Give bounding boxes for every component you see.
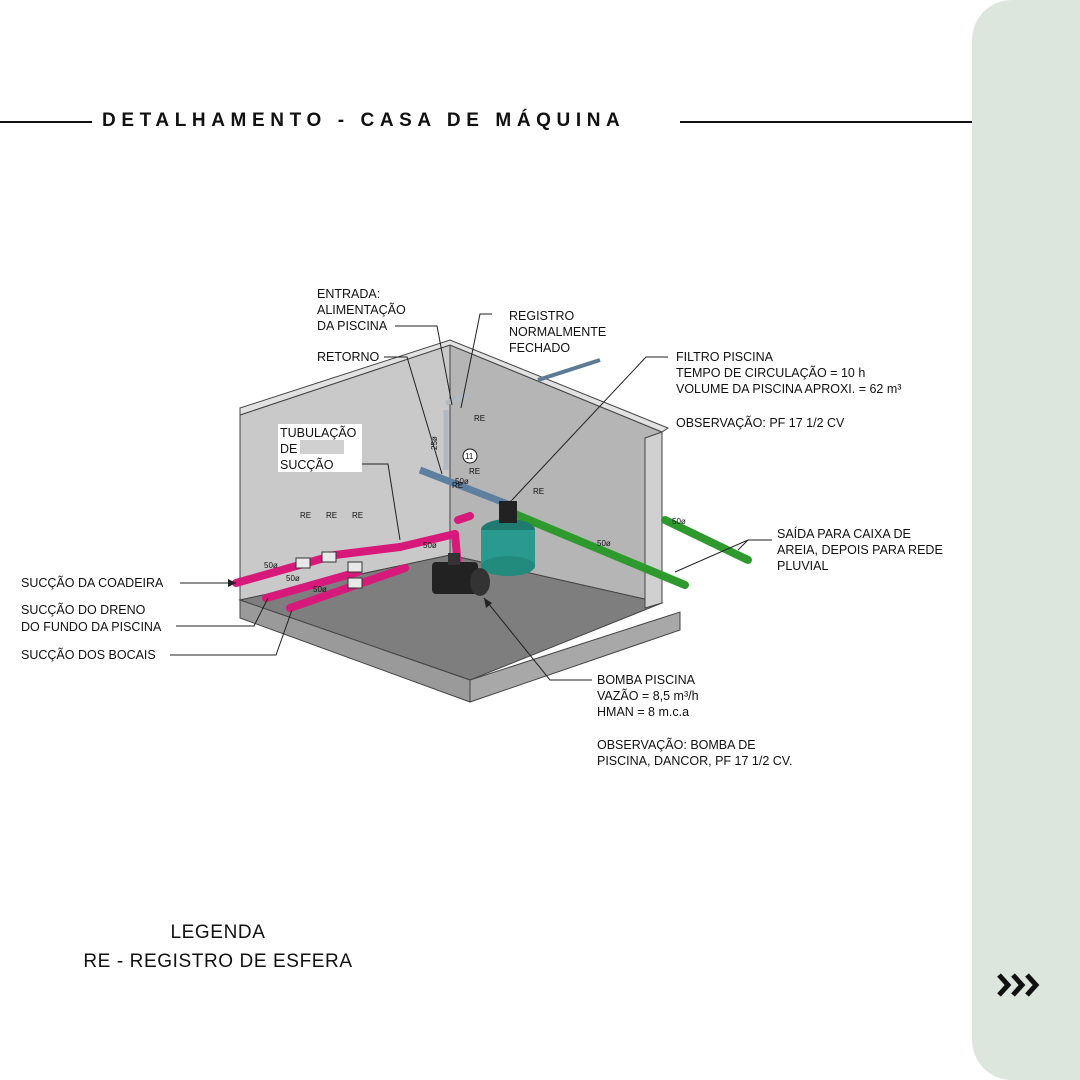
label-entrada: ENTRADA: ALIMENTAÇÃO DA PISCINA bbox=[317, 287, 406, 333]
node-marker-label: 11 bbox=[465, 452, 474, 461]
pool-pump bbox=[432, 553, 490, 596]
svg-text:PLUVIAL: PLUVIAL bbox=[777, 559, 828, 573]
svg-text:NORMALMENTE: NORMALMENTE bbox=[509, 325, 606, 339]
title-bar: DETALHAMENTO - CASA DE MÁQUINA bbox=[0, 108, 972, 136]
svg-text:FILTRO PISCINA: FILTRO PISCINA bbox=[676, 350, 774, 364]
label-tubulacao: TUBULAÇÃO DE SUCÇÃO bbox=[278, 424, 362, 472]
svg-text:PISCINA, DANCOR, PF 17 1/2 CV.: PISCINA, DANCOR, PF 17 1/2 CV. bbox=[597, 754, 792, 768]
re-tag: RE bbox=[469, 467, 480, 476]
leader-lines bbox=[170, 313, 772, 681]
title-rule-right bbox=[680, 121, 972, 123]
re-tag: RE bbox=[326, 511, 337, 520]
label-bocais: SUCÇÃO DOS BOCAIS bbox=[21, 648, 156, 662]
node-marker bbox=[462, 448, 478, 464]
diameter-tag: 50ø bbox=[455, 477, 469, 486]
diameter-tag: 50ø bbox=[286, 574, 300, 583]
svg-text:ALIMENTAÇÃO: ALIMENTAÇÃO bbox=[317, 303, 406, 317]
svg-text:FECHADO: FECHADO bbox=[509, 341, 570, 355]
svg-text:SUCÇÃO DO DRENO: SUCÇÃO DO DRENO bbox=[21, 603, 146, 617]
leader-arrowheads bbox=[228, 500, 512, 608]
drain-pipes bbox=[506, 508, 752, 589]
label-registro: REGISTRO NORMALMENTE FECHADO bbox=[509, 309, 606, 355]
machine-room-diagram: 11 RE RE RE RE RE RE RE 50ø 50ø 50ø 50ø … bbox=[21, 287, 943, 768]
diameter-tag: 50ø bbox=[313, 585, 327, 594]
label-filtro: FILTRO PISCINA TEMPO DE CIRCULAÇÃO = 10 … bbox=[676, 350, 901, 430]
re-tag: RE bbox=[352, 511, 363, 520]
svg-text:DA PISCINA: DA PISCINA bbox=[317, 319, 388, 333]
label-saida: SAÍDA PARA CAIXA DE AREIA, DEPOIS PARA R… bbox=[777, 526, 943, 573]
svg-text:VOLUME DA PISCINA APROXI. = 6: VOLUME DA PISCINA APROXI. = 62 m³ bbox=[676, 382, 901, 396]
legend-text: RE - REGISTRO DE ESFERA bbox=[83, 951, 353, 972]
side-panel bbox=[972, 0, 1080, 1080]
triple-chevron-right-icon[interactable] bbox=[996, 968, 1046, 1002]
svg-text:DO FUNDO DA PISCINA: DO FUNDO DA PISCINA bbox=[21, 620, 162, 634]
re-tag: RE bbox=[300, 511, 311, 520]
svg-text:HMAN = 8 m.c.a: HMAN = 8 m.c.a bbox=[597, 705, 689, 719]
room-structure bbox=[238, 339, 681, 703]
svg-text:TEMPO DE CIRCULAÇÃO = 10 h: TEMPO DE CIRCULAÇÃO = 10 h bbox=[676, 366, 865, 380]
label-coadeira: SUCÇÃO DA COADEIRA bbox=[21, 576, 164, 590]
svg-text:REGISTRO: REGISTRO bbox=[509, 309, 575, 323]
suction-pipes bbox=[232, 512, 474, 612]
svg-text:SAÍDA PARA CAIXA DE: SAÍDA PARA CAIXA DE bbox=[777, 526, 911, 541]
diameter-tag: 50ø bbox=[264, 561, 278, 570]
re-tag: RE bbox=[452, 481, 463, 490]
label-dreno: SUCÇÃO DO DRENO DO FUNDO DA PISCINA bbox=[21, 603, 162, 634]
svg-text:OBSERVAÇÃO: PF 17 1/2 CV: OBSERVAÇÃO: PF 17 1/2 CV bbox=[676, 416, 845, 430]
re-tag: RE bbox=[474, 414, 485, 423]
return-pipe bbox=[418, 466, 512, 509]
svg-text:TUBULAÇÃO: TUBULAÇÃO bbox=[280, 426, 357, 440]
diameter-tag: 25ø bbox=[430, 436, 439, 450]
svg-text:AREIA, DEPOIS PARA REDE: AREIA, DEPOIS PARA REDE bbox=[777, 543, 943, 557]
svg-text:BOMBA PISCINA: BOMBA PISCINA bbox=[597, 673, 696, 687]
legend-heading: LEGENDA bbox=[170, 922, 266, 943]
page-title: DETALHAMENTO - CASA DE MÁQUINA bbox=[102, 110, 626, 131]
filter-tank bbox=[481, 501, 535, 576]
diameter-tag: 50ø bbox=[423, 541, 437, 550]
inlet-wall-pipe bbox=[537, 358, 601, 382]
svg-text:OBSERVAÇÃO: BOMBA DE: OBSERVAÇÃO: BOMBA DE bbox=[597, 738, 756, 752]
suction-valves bbox=[295, 551, 363, 589]
svg-text:SUCÇÃO: SUCÇÃO bbox=[280, 458, 334, 472]
legend: LEGENDA RE - REGISTRO DE ESFERA bbox=[0, 918, 436, 976]
svg-text:DE: DE bbox=[280, 442, 297, 456]
svg-text:ENTRADA:: ENTRADA: bbox=[317, 287, 380, 301]
label-retorno: RETORNO bbox=[317, 350, 380, 364]
svg-text:VAZÃO = 8,5 m³/h: VAZÃO = 8,5 m³/h bbox=[597, 689, 699, 703]
re-tag: RE bbox=[533, 487, 544, 496]
diameter-tag: 50ø bbox=[597, 539, 611, 548]
inlet-pipe bbox=[443, 392, 471, 470]
label-bomba: BOMBA PISCINA VAZÃO = 8,5 m³/h HMAN = 8 … bbox=[597, 673, 792, 768]
diameter-tag: 50ø bbox=[672, 517, 686, 526]
title-rule-left bbox=[0, 121, 92, 123]
